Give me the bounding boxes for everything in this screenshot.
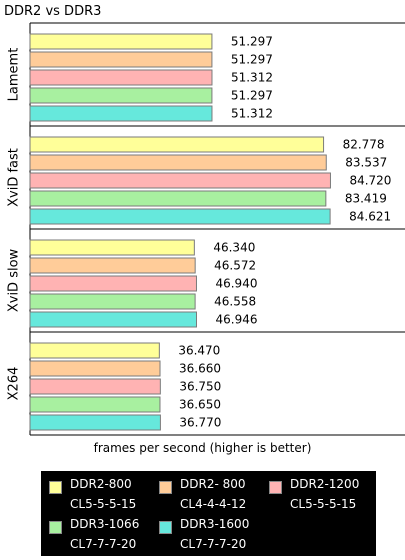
- chart-title: DDR2 vs DDR3: [4, 4, 102, 19]
- legend-label-line-2: CL7-7-7-20: [70, 537, 137, 551]
- legend-swatch: [269, 481, 282, 494]
- data-label: 51.312: [231, 71, 273, 85]
- bar: [29, 33, 213, 50]
- bar: [29, 51, 213, 68]
- data-label: 46.340: [213, 241, 255, 255]
- category-label: Lamemt: [7, 48, 22, 102]
- legend-swatch: [159, 481, 172, 494]
- bar: [29, 239, 195, 256]
- bar: [29, 105, 213, 122]
- bar: [29, 69, 213, 86]
- bar: [29, 414, 161, 431]
- bar: [29, 136, 325, 153]
- bar: [29, 342, 160, 359]
- data-label: 36.750: [179, 380, 221, 394]
- bar: [29, 208, 331, 225]
- data-label: 51.297: [231, 35, 273, 49]
- legend-label-line-1: DDR2- 800: [180, 477, 246, 491]
- data-label: 84.621: [349, 210, 391, 224]
- category-label: X264: [7, 367, 22, 401]
- bar: [29, 87, 213, 104]
- bar: [29, 257, 196, 274]
- legend-label-line-2: CL5-5-5-15: [70, 497, 137, 511]
- data-label: 36.650: [179, 398, 221, 412]
- data-label: 51.297: [231, 53, 273, 67]
- bar: [29, 378, 161, 395]
- legend-label-line-2: CL5-5-5-15: [290, 497, 357, 511]
- legend: DDR2-800 CL5-5-5-15 DDR2- 800 CL4-4-4-12…: [41, 471, 376, 556]
- data-label: 46.572: [214, 259, 256, 273]
- bar-chart: Lamemt 51.297 51.297 51.312 51.297 51.312XviD…: [7, 22, 405, 436]
- bar: [29, 172, 331, 189]
- data-label: 46.558: [214, 295, 256, 309]
- legend-label-line-1: DDR2-800: [70, 477, 132, 491]
- bar: [29, 154, 327, 171]
- legend-swatch: [159, 521, 172, 534]
- bar: [29, 190, 327, 207]
- data-label: 46.946: [215, 313, 257, 327]
- category-label: XviD fast: [7, 148, 22, 207]
- x-axis-label: frames per second (higher is better): [93, 441, 312, 455]
- data-label: 51.297: [231, 89, 273, 103]
- data-label: 83.419: [345, 192, 387, 206]
- data-label: 36.660: [179, 362, 221, 376]
- bar: [29, 293, 196, 310]
- legend-label-line-2: CL7-7-7-20: [180, 537, 247, 551]
- legend-label-line-1: DDR2-1200: [290, 477, 360, 491]
- legend-item-ddr2-800-cl4: DDR2- 800 CL4-4-4-12: [151, 473, 263, 513]
- data-label: 36.770: [179, 416, 221, 430]
- legend-label-line-1: DDR3-1066: [70, 517, 140, 531]
- legend-item-ddr2-800-cl5: DDR2-800 CL5-5-5-15: [41, 473, 153, 513]
- legend-item-ddr2-1200: DDR2-1200 CL5-5-5-15: [261, 473, 373, 513]
- legend-swatch: [49, 481, 62, 494]
- data-label: 46.940: [215, 277, 257, 291]
- data-label: 82.778: [343, 138, 385, 152]
- data-label: 83.537: [345, 156, 387, 170]
- legend-swatch: [49, 521, 62, 534]
- bar: [29, 275, 197, 292]
- bar: [29, 311, 197, 328]
- bar: [29, 360, 161, 377]
- data-label: 84.720: [349, 174, 391, 188]
- data-label: 51.312: [231, 107, 273, 121]
- legend-label-line-2: CL4-4-4-12: [180, 497, 247, 511]
- legend-item-ddr3-1600: DDR3-1600 CL7-7-7-20: [151, 513, 263, 553]
- legend-label-line-1: DDR3-1600: [180, 517, 250, 531]
- data-label: 36.470: [178, 344, 220, 358]
- category-label: XviD slow: [7, 248, 22, 312]
- bar: [29, 396, 161, 413]
- legend-item-ddr3-1066: DDR3-1066 CL7-7-7-20: [41, 513, 153, 553]
